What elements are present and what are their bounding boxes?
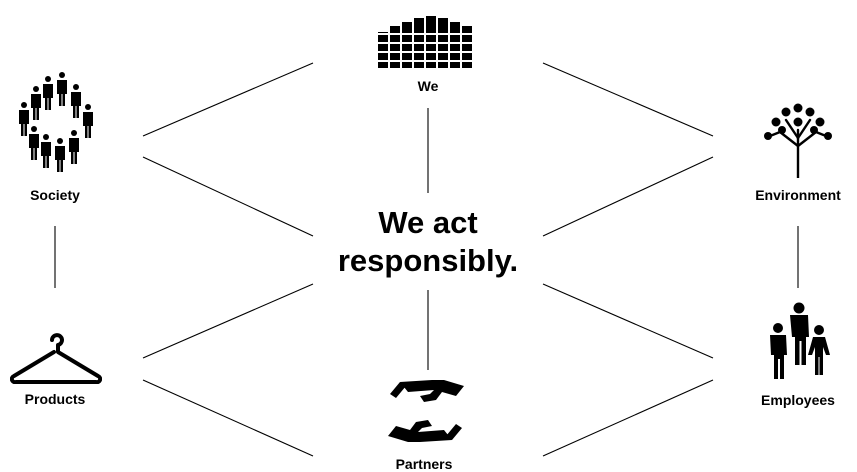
connector-we-environment <box>542 62 714 137</box>
people-group-icon <box>19 72 93 172</box>
connector-products-partners <box>142 379 314 457</box>
center-statement: We act responsibly. <box>338 204 518 280</box>
connector-products-center <box>142 283 314 359</box>
label-employees: Employees <box>761 392 835 408</box>
connector-environment-center <box>542 156 714 237</box>
connector-employees-center <box>542 283 714 359</box>
center-line-1: We act <box>378 205 478 240</box>
label-products: Products <box>24 391 86 407</box>
label-we: We <box>417 78 439 94</box>
label-environment: Environment <box>755 187 841 203</box>
center-line-2: responsibly. <box>337 243 519 278</box>
label-society: Society <box>30 187 80 203</box>
building-icon <box>376 16 479 68</box>
connector-we-society <box>142 62 314 137</box>
connector-employees-partners <box>542 379 714 457</box>
handshake-icon <box>388 380 464 442</box>
connector-society-center <box>142 156 314 237</box>
label-partners: Partners <box>395 456 453 472</box>
employees-icon <box>770 302 830 379</box>
tree-icon <box>764 103 832 178</box>
hanger-icon <box>10 333 102 384</box>
